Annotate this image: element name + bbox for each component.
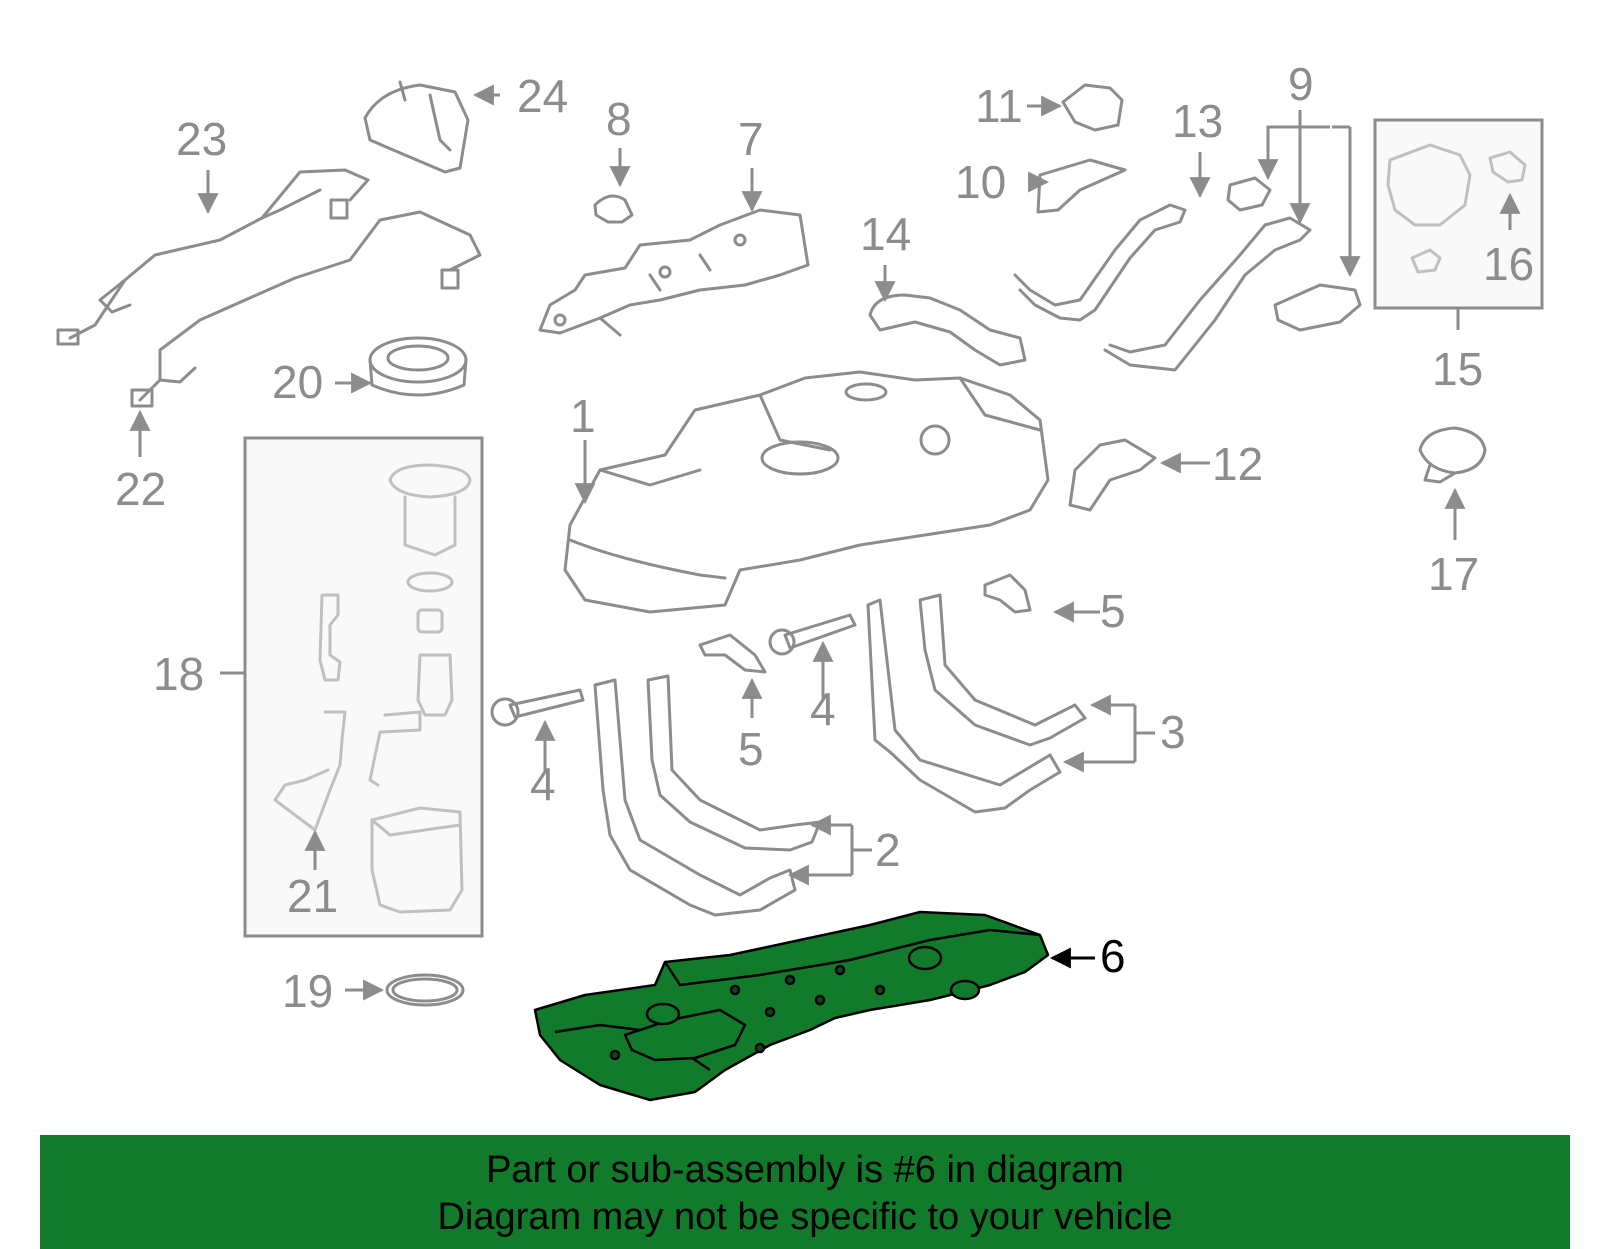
part-7-heat-shield xyxy=(538,208,810,335)
callout-11: 11 xyxy=(975,80,1023,132)
part-19-gasket xyxy=(385,973,465,1007)
callout-12: 12 xyxy=(1212,438,1263,490)
callout-8: 8 xyxy=(606,93,632,145)
callout-22: 22 xyxy=(115,463,166,515)
callout-3: 3 xyxy=(1160,706,1186,758)
part-9-protector-upper xyxy=(1226,176,1272,212)
part-24-cover xyxy=(363,83,470,174)
callout-4a: 4 xyxy=(530,758,556,810)
callout-5a: 5 xyxy=(1100,585,1126,637)
part-10-clamp xyxy=(1036,158,1127,214)
callout-9: 9 xyxy=(1288,58,1314,110)
part-17-fuel-cap xyxy=(1418,426,1487,475)
callout-24: 24 xyxy=(517,70,568,122)
callout-13: 13 xyxy=(1172,95,1223,147)
part-6-skid-plate xyxy=(533,910,1050,1102)
part-3-strap xyxy=(866,598,1062,814)
callout-14: 14 xyxy=(860,208,911,260)
callout-6: 6 xyxy=(1100,930,1126,982)
part-12-bracket xyxy=(1068,438,1157,512)
part-9-filler-neck xyxy=(1103,216,1312,372)
part-14-hose xyxy=(868,293,1027,367)
callout-10: 10 xyxy=(955,156,1006,208)
part-18-box xyxy=(243,436,484,938)
part-23-connector-wire xyxy=(98,188,322,314)
callout-16: 16 xyxy=(1483,238,1534,290)
part-5-pad-right xyxy=(983,573,1032,614)
callout-23: 23 xyxy=(176,113,227,165)
callout-19: 19 xyxy=(282,965,333,1017)
part-23-wire xyxy=(68,168,370,340)
part-13-pipe xyxy=(1013,203,1187,322)
callout-5b: 5 xyxy=(738,723,764,775)
part-4-bolt-left xyxy=(508,688,585,719)
callout-17: 17 xyxy=(1428,548,1479,600)
callout-7: 7 xyxy=(738,113,764,165)
callout-1: 1 xyxy=(570,390,596,442)
callout-4b: 4 xyxy=(810,683,836,735)
callout-21: 21 xyxy=(287,870,338,922)
part-11-bracket xyxy=(1061,83,1124,132)
callout-2: 2 xyxy=(875,824,901,876)
banner-line-2: Diagram may not be specific to your vehi… xyxy=(437,1196,1173,1238)
part-2-strap xyxy=(593,678,797,917)
callout-20: 20 xyxy=(272,356,323,408)
part-1-fuel-tank xyxy=(563,370,1050,614)
part-8-clip xyxy=(593,194,634,224)
part-5-pad-left xyxy=(698,633,767,674)
info-banner: Part or sub-assembly is #6 in diagram Di… xyxy=(40,1135,1570,1249)
banner-line-1: Part or sub-assembly is #6 in diagram xyxy=(486,1149,1124,1191)
callout-18: 18 xyxy=(153,648,204,700)
part-22-wire xyxy=(138,210,482,402)
callout-15: 15 xyxy=(1432,343,1483,395)
part-4-bolt-right xyxy=(783,613,857,650)
part-9-protector-lower xyxy=(1273,283,1362,332)
